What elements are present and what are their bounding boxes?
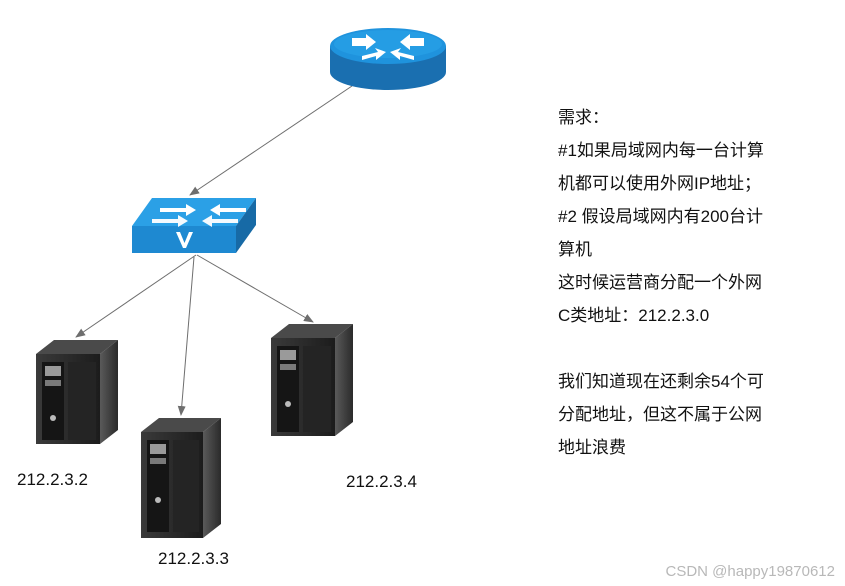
- link-switch-server-right: [196, 254, 314, 323]
- notes-line: [558, 332, 808, 365]
- server-left-ip-label: 212.2.3.2: [17, 470, 88, 489]
- switch-icon: [132, 198, 256, 253]
- notes-line: 我们知道现在还剩余54个可: [558, 372, 764, 391]
- notes-line: 机都可以使用外网IP地址；: [558, 174, 762, 193]
- requirements-notes: 需求： #1如果局域网内每一台计算 机都可以使用外网IP地址； #2 假设局域网…: [558, 101, 808, 464]
- notes-line: C类地址：212.2.3.0: [558, 306, 710, 325]
- server-middle-icon: [141, 418, 221, 538]
- router-icon: [330, 28, 446, 90]
- server-middle-ip-label: 212.2.3.3: [158, 549, 229, 568]
- notes-line: 这时候运营商分配一个外网: [558, 273, 762, 292]
- notes-line: 需求：: [558, 108, 609, 127]
- server-left-icon: [36, 340, 118, 444]
- link-router-switch: [189, 85, 353, 196]
- server-right-ip-label: 212.2.3.4: [346, 472, 417, 491]
- notes-line: #1如果局域网内每一台计算: [558, 141, 764, 160]
- server-right-icon: [271, 324, 353, 436]
- notes-line: #2 假设局域网内有200台计: [558, 207, 763, 226]
- watermark: CSDN @happy19870612: [665, 563, 835, 580]
- link-switch-server-left: [75, 254, 197, 338]
- notes-line: 算机: [558, 240, 592, 259]
- notes-line: 分配地址，但这不属于公网: [558, 405, 762, 424]
- link-switch-server-middle: [177, 256, 195, 416]
- notes-line: 地址浪费: [558, 438, 626, 457]
